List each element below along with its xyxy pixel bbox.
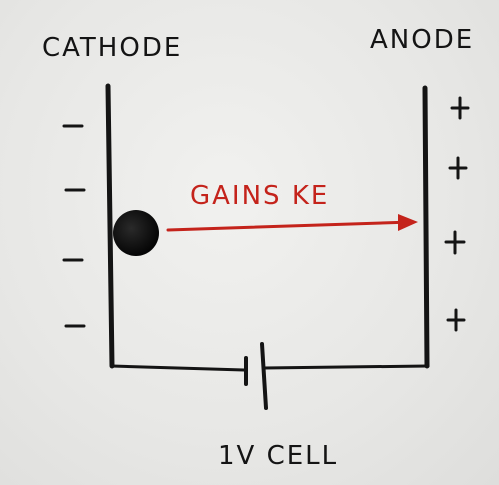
plus-sign (450, 96, 470, 120)
plus-sign (444, 230, 466, 255)
cell-long-plate (260, 342, 268, 410)
anode-charges (444, 96, 470, 332)
cell-label: 1V CELL (218, 441, 338, 471)
plus-sign (446, 308, 466, 332)
motion-arrow (166, 214, 418, 232)
wire-left (110, 364, 246, 372)
cathode-label: CATHODE (42, 33, 182, 63)
cathode-plate (105, 83, 115, 369)
arrow-shaft (166, 220, 414, 232)
anode-label: ANODE (370, 25, 474, 55)
wire-right (262, 364, 430, 370)
electron-ball (113, 210, 159, 256)
anode-plate (422, 85, 430, 369)
arrow-label: GAINS KE (190, 181, 329, 211)
plus-sign (448, 156, 468, 180)
arrow-head (398, 214, 418, 231)
cathode-charges (62, 124, 86, 328)
